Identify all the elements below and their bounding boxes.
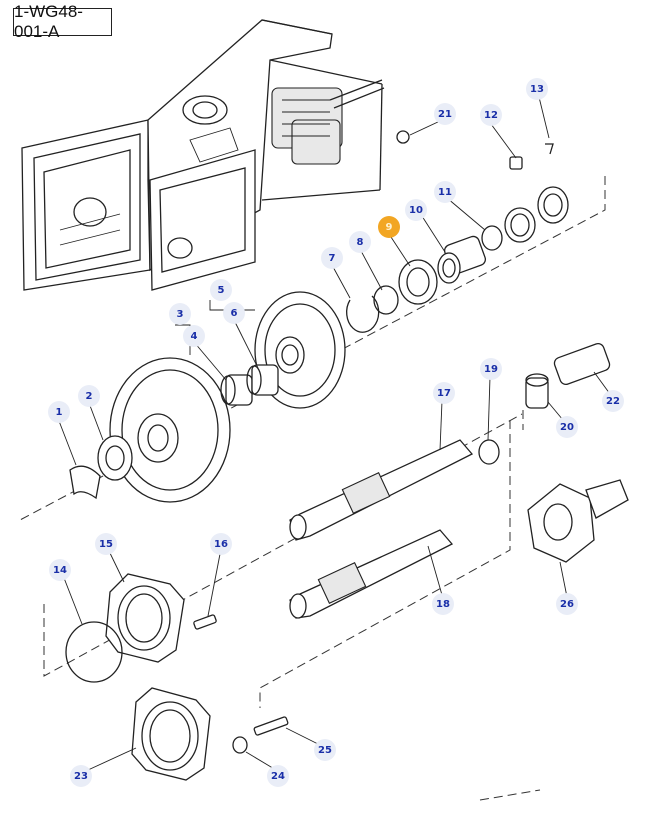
part-18-shaft — [289, 529, 454, 619]
part-14-gasket — [65, 621, 123, 683]
part-12-clip — [509, 156, 523, 170]
part-13-clip — [545, 143, 554, 155]
part-10-sleeve — [437, 235, 487, 284]
part-20-22-bushings — [525, 342, 611, 409]
callout-2[interactable]: 2 — [78, 385, 100, 407]
part-bearing-cups — [504, 186, 569, 243]
callout-4[interactable]: 4 — [183, 325, 205, 347]
callout-9[interactable]: 9 — [378, 216, 400, 238]
callout-8[interactable]: 8 — [349, 231, 371, 253]
part-26-housing — [527, 479, 629, 563]
part-17-shaft — [289, 439, 474, 541]
callout-21[interactable]: 21 — [434, 103, 456, 125]
callout-5[interactable]: 5 — [210, 279, 232, 301]
callout-1[interactable]: 1 — [48, 401, 70, 423]
part-spacers — [220, 364, 279, 406]
part-1-halfring — [69, 465, 101, 500]
part-23-flange — [131, 687, 211, 781]
callout-18[interactable]: 18 — [432, 593, 454, 615]
part-16-bolt — [193, 614, 217, 630]
callout-11[interactable]: 11 — [434, 181, 456, 203]
part-21-ring — [396, 130, 410, 144]
callout-7[interactable]: 7 — [321, 247, 343, 269]
part-11-ring — [481, 225, 503, 251]
callout-12[interactable]: 12 — [480, 104, 502, 126]
part-19-ring — [478, 439, 500, 465]
callout-14[interactable]: 14 — [49, 559, 71, 581]
shift-mechanism — [271, 79, 385, 165]
callout-16[interactable]: 16 — [210, 533, 232, 555]
callout-17[interactable]: 17 — [433, 382, 455, 404]
part-9-bearing — [398, 259, 438, 305]
callout-6[interactable]: 6 — [223, 302, 245, 324]
callout-10[interactable]: 10 — [405, 199, 427, 221]
callout-26[interactable]: 26 — [556, 593, 578, 615]
callout-20[interactable]: 20 — [556, 416, 578, 438]
callout-13[interactable]: 13 — [526, 78, 548, 100]
part-24-25-fasteners — [232, 716, 289, 754]
callout-24[interactable]: 24 — [267, 765, 289, 787]
part-15-flange — [105, 573, 185, 663]
part-7-snapring — [346, 295, 380, 333]
callout-25[interactable]: 25 — [314, 739, 336, 761]
transmission-housing — [21, 19, 385, 291]
callout-15[interactable]: 15 — [95, 533, 117, 555]
callout-22[interactable]: 22 — [602, 390, 624, 412]
callout-19[interactable]: 19 — [480, 358, 502, 380]
part-8-ring — [373, 285, 399, 315]
callout-3[interactable]: 3 — [169, 303, 191, 325]
callout-23[interactable]: 23 — [70, 765, 92, 787]
part-2-bearing — [97, 435, 133, 481]
reference-code: 1-WG48-001-A — [13, 2, 112, 41]
